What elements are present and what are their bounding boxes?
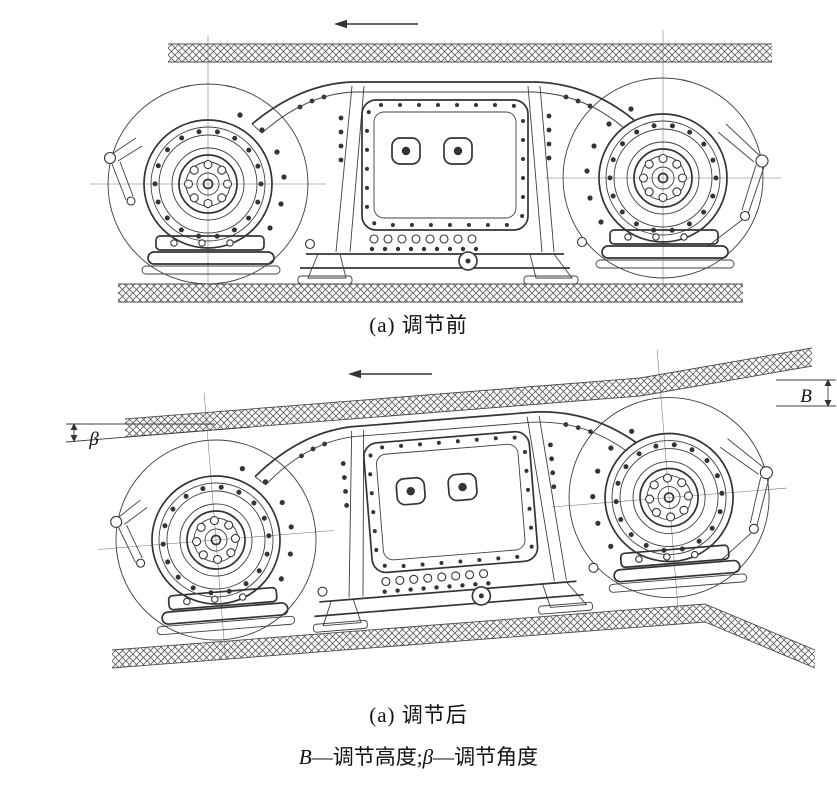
height-dimension-b: B [776, 379, 836, 407]
track-band-top-tilted [124, 347, 813, 438]
label-b: B [800, 386, 812, 407]
legend-b-desc: —调节高度; [311, 745, 423, 769]
travel-direction-arrow-icon [333, 19, 419, 29]
travel-direction-arrow-icon [347, 369, 433, 379]
figure-legend: B—调节高度;β—调节角度 [0, 742, 837, 778]
angle-dimension-beta: β [65, 423, 251, 450]
track-band-bottom [118, 283, 743, 303]
track-band-bottom-tilted [111, 603, 816, 669]
label-beta: β [88, 429, 99, 450]
figure: (a) 调节前 B [0, 19, 837, 778]
crawler-unit-before [90, 30, 781, 304]
legend-beta-desc: —调节角度 [433, 745, 539, 769]
legend-beta-symbol: β [422, 745, 434, 769]
track-band-top [168, 43, 772, 63]
diagram-before [0, 19, 837, 308]
caption-before: (a) 调节前 [369, 313, 468, 337]
diagram-after: B β [65, 342, 836, 698]
legend-b-symbol: B [298, 745, 312, 769]
caption-after: (a) 调节后 [369, 703, 468, 727]
